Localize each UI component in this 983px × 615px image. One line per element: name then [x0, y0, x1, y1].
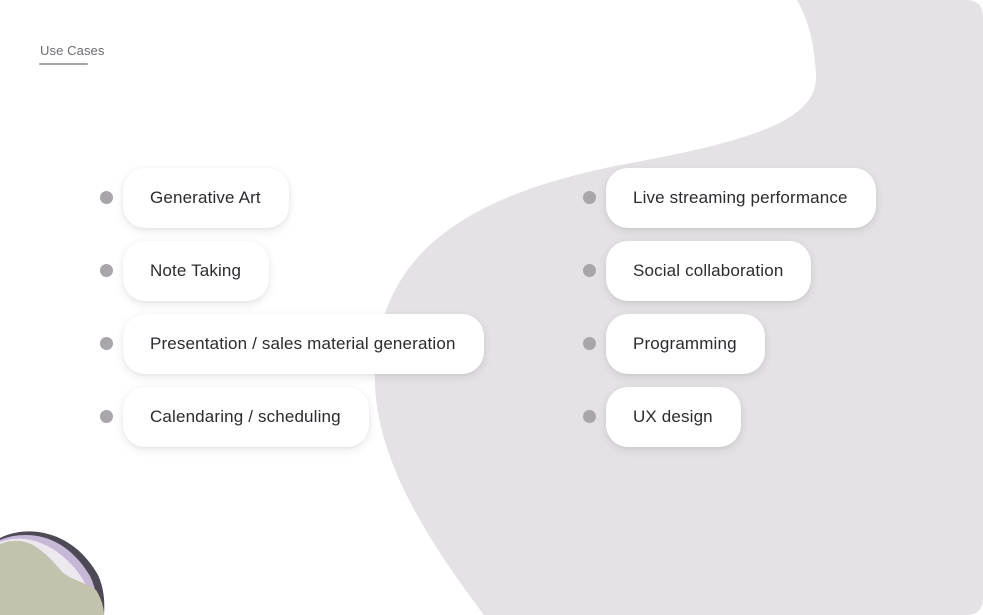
bullet-dot — [100, 337, 113, 350]
use-case-pill: UX design — [606, 387, 741, 447]
section-title: Use Cases — [40, 43, 105, 58]
decorative-corner-illustration — [0, 531, 105, 615]
section-title-underline — [39, 63, 88, 65]
bullet-dot — [583, 337, 596, 350]
bullet-dot — [100, 264, 113, 277]
use-case-pill: Social collaboration — [606, 241, 812, 301]
use-case-pill: Generative Art — [123, 168, 289, 228]
use-case-pill: Presentation / sales material generation — [123, 314, 484, 374]
bullet-dot — [100, 191, 113, 204]
bullet-dot — [583, 191, 596, 204]
use-case-pill: Calendaring / scheduling — [123, 387, 369, 447]
use-case-pill: Note Taking — [123, 241, 270, 301]
bullet-dot — [100, 410, 113, 423]
bullet-dot — [583, 410, 596, 423]
use-case-pill: Programming — [606, 314, 765, 374]
bullet-dot — [583, 264, 596, 277]
use-case-pill: Live streaming performance — [606, 168, 876, 228]
